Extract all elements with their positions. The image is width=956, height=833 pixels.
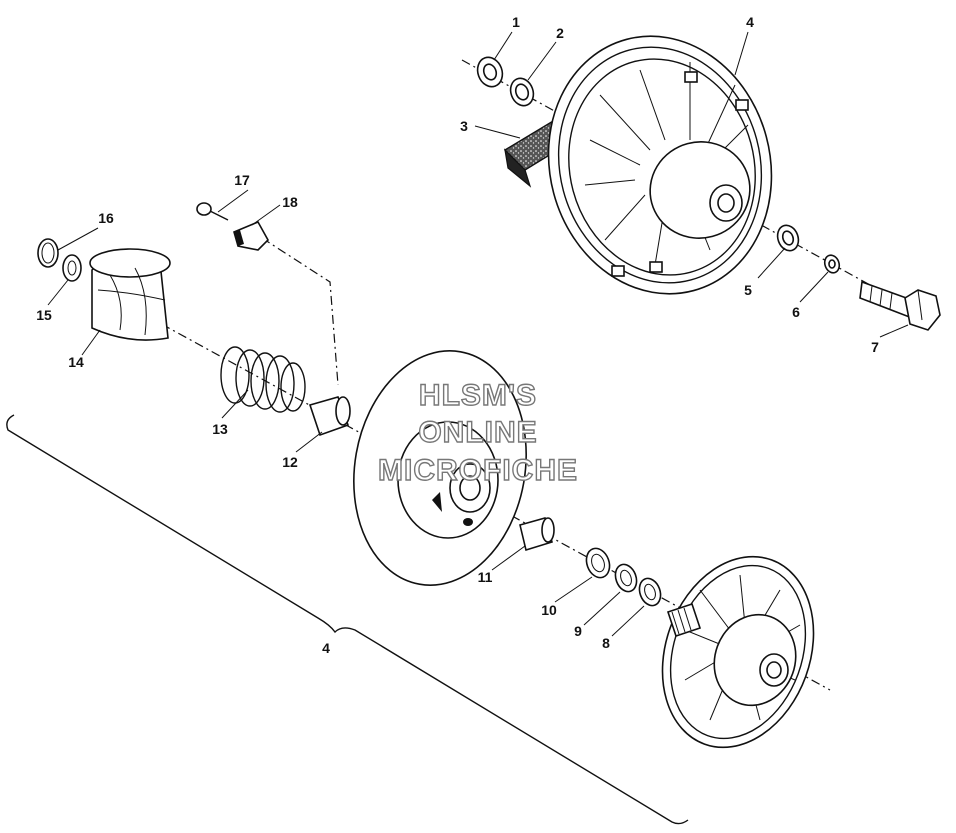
watermark-line-1: HLSM'S	[419, 379, 537, 412]
watermark-line-3: MICROFICHE	[378, 454, 578, 487]
label-2: 2	[556, 25, 564, 41]
part-5-washer	[776, 224, 800, 252]
label-16: 16	[98, 210, 114, 226]
part-7-bolt	[859, 280, 941, 331]
label-13: 13	[212, 421, 228, 437]
label-18: 18	[282, 194, 298, 210]
label-7: 7	[871, 339, 879, 355]
part-18-button	[233, 220, 269, 251]
label-5: 5	[744, 282, 752, 298]
part-15-washer	[62, 254, 82, 282]
part-14-cam	[89, 248, 171, 341]
part-8-washer	[638, 577, 662, 607]
label-10: 10	[541, 602, 557, 618]
watermark: HLSM'S ONLINE MICROFICHE	[377, 378, 578, 487]
label-1: 1	[512, 14, 520, 30]
part-16-snap-ring	[37, 238, 59, 268]
part-13-spring	[220, 346, 306, 413]
label-15: 15	[36, 307, 52, 323]
label-4-assembly: 4	[322, 640, 330, 656]
assembly-bracket	[6, 414, 689, 825]
label-17: 17	[234, 172, 250, 188]
part-1-washer	[476, 56, 504, 88]
driven-pulley-fixed-sheave	[661, 555, 815, 749]
part-2-washer	[509, 77, 535, 107]
part-6-lock-washer	[823, 254, 841, 274]
label-4-drive: 4	[746, 14, 754, 30]
part-12-bushing	[308, 396, 351, 437]
label-11: 11	[478, 569, 493, 585]
watermark-line-2: ONLINE	[418, 416, 537, 449]
label-6: 6	[792, 304, 800, 320]
part-9-washer	[614, 563, 638, 593]
part-10-washer	[585, 547, 611, 579]
label-12: 12	[282, 454, 298, 470]
label-3: 3	[460, 118, 468, 134]
label-9: 9	[574, 623, 582, 639]
label-14: 14	[68, 354, 84, 370]
leader-lines	[47, 31, 909, 637]
driven-pulley-sheave	[353, 350, 527, 586]
part-11-bushing	[519, 517, 555, 552]
part-4-drive-pulley	[547, 35, 773, 295]
label-8: 8	[602, 635, 610, 651]
part-labels: 1 2 3 4 5 6 7 8 9 10 11 12 13 14 15 16 1…	[36, 14, 879, 656]
part-17-screw	[196, 202, 229, 221]
